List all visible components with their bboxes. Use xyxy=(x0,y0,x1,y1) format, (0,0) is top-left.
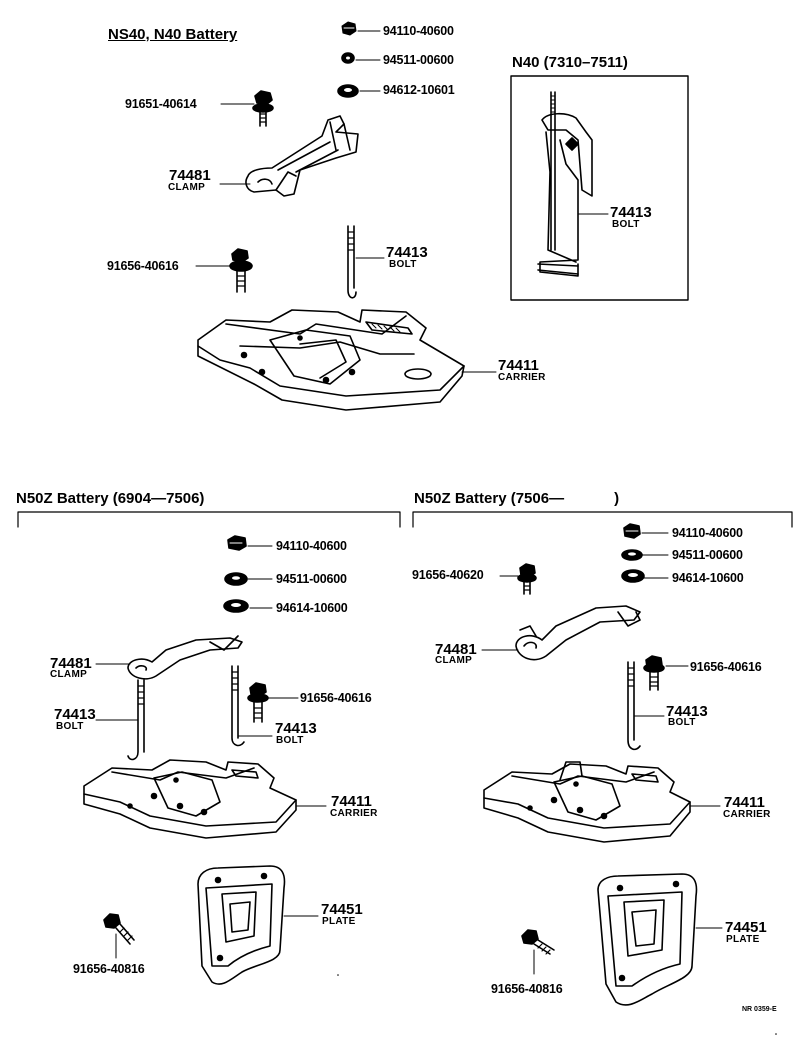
flat-washer-icon xyxy=(621,569,645,583)
inset-bolt-number: 74413 xyxy=(610,204,652,221)
hex-bolt-icon xyxy=(517,563,537,595)
hex-bolt-icon xyxy=(103,913,135,945)
part-number-top-bolt: 91656-40620 xyxy=(412,568,484,582)
part-number-bolt-top: 91651-40614 xyxy=(125,97,197,111)
bolt-number: 74413 xyxy=(666,703,708,720)
part-number-spring-washer: 94511-00600 xyxy=(276,572,347,586)
bolt-b-name: BOLT xyxy=(276,735,304,746)
nut-icon xyxy=(227,535,247,551)
battery-carrier-icon xyxy=(83,759,297,839)
flange-bolt-icon xyxy=(252,90,274,127)
part-number-flat-washer: 94614-10600 xyxy=(276,601,348,615)
clamp-number: 74481 xyxy=(169,167,211,184)
nut-icon xyxy=(623,523,641,539)
part-number-nut: 94110-40600 xyxy=(383,24,454,38)
part-number-side-bolt: 91656-40616 xyxy=(300,691,372,705)
clamp-number: 74481 xyxy=(50,655,92,672)
clamp-icon xyxy=(245,115,359,197)
battery-plate-icon xyxy=(597,873,698,1006)
plate-name: PLATE xyxy=(322,916,356,927)
carrier-name: CARRIER xyxy=(330,808,378,819)
part-number-flat-washer: 94614-10600 xyxy=(672,571,744,585)
clamp-name: CLAMP xyxy=(50,669,88,680)
plate-number: 74451 xyxy=(321,901,363,918)
bolt-name: BOLT xyxy=(389,259,417,270)
part-number-side-bolt: 91656-40616 xyxy=(690,660,762,674)
clamp-icon xyxy=(127,635,243,680)
part-number-plate-bolt: 91656-40816 xyxy=(73,962,145,976)
bolt-name: BOLT xyxy=(668,717,696,728)
battery-carrier-icon xyxy=(483,761,691,843)
hex-bolt-icon xyxy=(643,655,665,691)
carrier-number: 74411 xyxy=(331,793,372,810)
spring-washer-icon xyxy=(341,52,355,64)
nut-icon xyxy=(341,21,357,36)
bolt-number: 74413 xyxy=(386,244,428,261)
carrier-name: CARRIER xyxy=(723,809,771,820)
inset-bolt-name: BOLT xyxy=(612,219,640,230)
long-bolt-assembly-icon xyxy=(537,91,593,277)
part-number-nut: 94110-40600 xyxy=(672,526,743,540)
bolt-b-number: 74413 xyxy=(275,720,317,737)
clamp-name: CLAMP xyxy=(435,655,473,666)
part-number-bolt-mid: 91656-40616 xyxy=(107,259,179,273)
bolt-a-number: 74413 xyxy=(54,706,96,723)
j-bolt-icon xyxy=(231,665,245,747)
plate-number: 74451 xyxy=(725,919,767,936)
hex-bolt-icon xyxy=(521,929,555,955)
inset-heading: N40 (7310–7511) xyxy=(512,54,628,71)
carrier-name: CARRIER xyxy=(498,372,546,383)
section-heading-top: NS40, N40 Battery xyxy=(108,26,238,43)
section-heading-right: N50Z Battery (7506—) xyxy=(414,490,620,507)
flat-washer-icon xyxy=(337,84,359,98)
footer-code: NR 0359-E xyxy=(742,1006,777,1013)
clamp-icon xyxy=(515,605,641,661)
spring-washer-icon xyxy=(224,572,248,586)
clamp-number: 74481 xyxy=(435,641,477,658)
spring-washer-icon xyxy=(621,549,643,561)
part-number-nut: 94110-40600 xyxy=(276,539,347,553)
battery-plate-icon xyxy=(197,865,286,985)
part-number-spring-washer: 94511-00600 xyxy=(672,548,743,562)
inset-frame xyxy=(510,75,689,301)
part-number-flat-washer: 94612-10601 xyxy=(383,83,455,97)
bolt-a-name: BOLT xyxy=(56,721,84,732)
clamp-name: CLAMP xyxy=(168,182,206,193)
j-bolt-icon xyxy=(127,679,145,761)
section-heading-left: N50Z Battery (6904—7506) xyxy=(16,490,205,507)
flat-washer-icon xyxy=(223,599,249,613)
part-number-spring-washer: 94511-00600 xyxy=(383,53,454,67)
hex-bolt-icon xyxy=(247,682,269,723)
section-bracket xyxy=(17,511,401,528)
plate-name: PLATE xyxy=(726,934,760,945)
part-number-plate-bolt: 91656-40816 xyxy=(491,982,563,996)
carrier-number: 74411 xyxy=(498,357,539,374)
section-bracket xyxy=(412,511,793,528)
carrier-number: 74411 xyxy=(724,794,765,811)
hex-bolt-icon xyxy=(229,248,253,293)
battery-carrier-icon xyxy=(197,309,465,411)
j-bolt-icon xyxy=(347,225,357,299)
j-bolt-icon xyxy=(627,661,641,751)
